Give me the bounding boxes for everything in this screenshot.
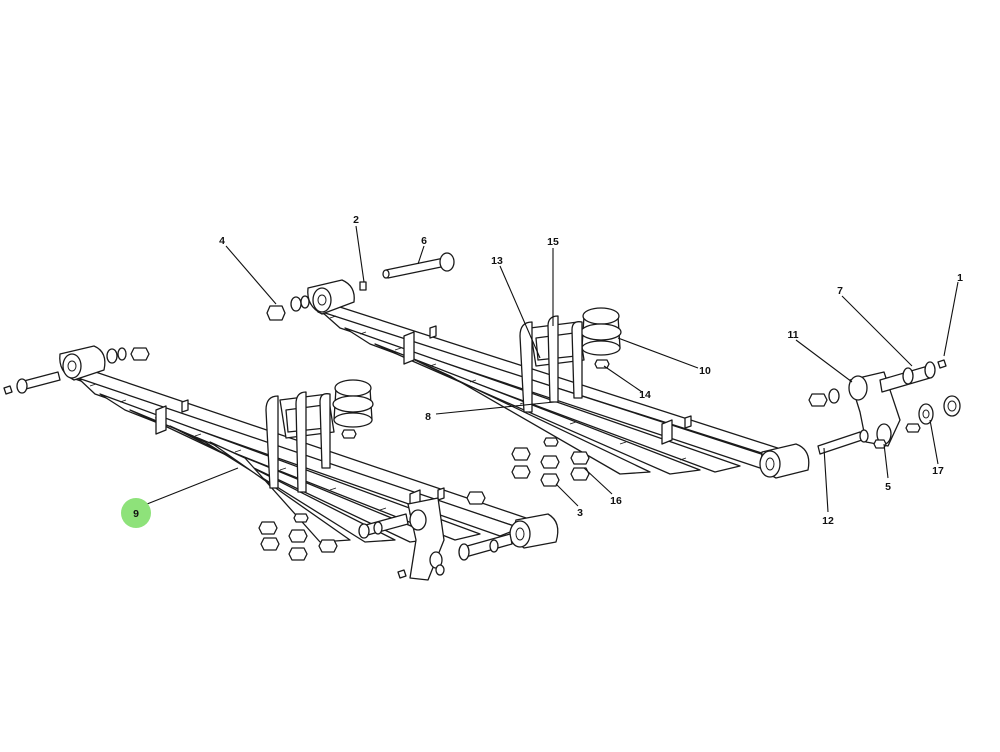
callout-14[interactable]: 14 [639,389,651,401]
leader-lines [141,225,959,513]
front-leaf-spring-9 [3,345,559,581]
callout-17[interactable]: 17 [932,465,944,477]
callout-16[interactable]: 16 [610,495,622,507]
callout-3[interactable]: 3 [577,507,583,519]
spring-pin-6 [382,252,455,279]
callout-6[interactable]: 6 [421,235,427,247]
callout-7[interactable]: 7 [837,285,843,297]
rear-leaf-spring [266,252,810,487]
callout-9-highlight [121,498,151,528]
callout-1[interactable]: 1 [957,272,963,284]
nuts-rear-group [511,437,590,487]
bump-stop-rubber-10 [580,307,622,356]
callout-15[interactable]: 15 [547,236,559,248]
callout-labels: 1 2 3 4 5 6 7 8 9 10 11 12 13 14 15 16 1… [121,214,963,528]
callout-8[interactable]: 8 [425,411,431,423]
callout-2[interactable]: 2 [353,214,359,226]
callout-13[interactable]: 13 [491,255,503,267]
rear-shackle-assembly [808,359,961,455]
callout-10[interactable]: 10 [699,365,711,377]
callout-9[interactable]: 9 [133,508,139,520]
callout-11[interactable]: 11 [787,329,798,341]
callout-4[interactable]: 4 [219,235,225,247]
callout-5[interactable]: 5 [885,481,891,493]
u-bolt-saddle-rear [519,315,585,413]
callout-12[interactable]: 12 [822,515,834,527]
